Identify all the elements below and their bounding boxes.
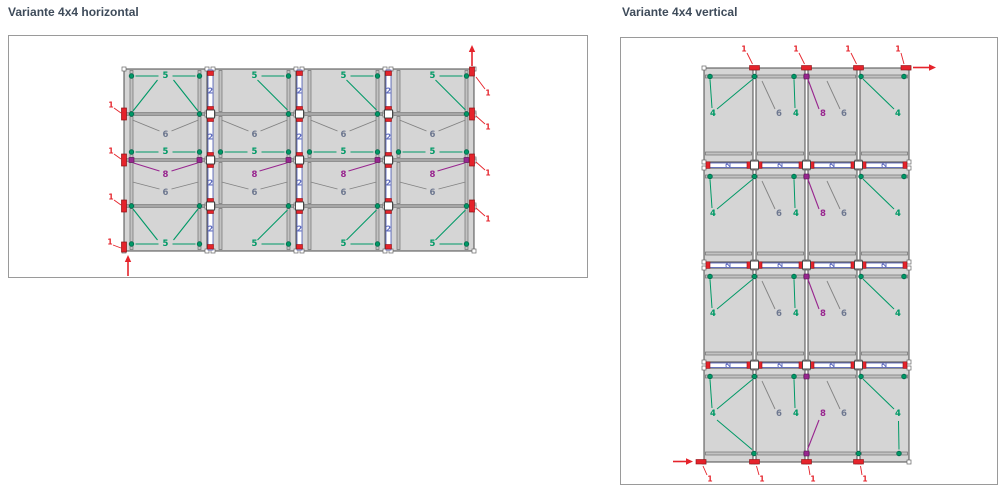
svg-text:8: 8 — [820, 309, 826, 319]
svg-text:8: 8 — [163, 170, 169, 180]
diagram-horizontal-svg: 2 2 2 2 2 2 2 2 2 2 2 2 5 6 5 8 6 5 5 6 5 8 6 5 5 6 5 8 6 5 5 6 5 8 6 5 1 1 1 1… — [107, 45, 491, 276]
svg-text:2: 2 — [829, 163, 837, 168]
svg-text:4: 4 — [895, 209, 901, 219]
svg-text:6: 6 — [841, 109, 847, 119]
svg-text:1: 1 — [862, 475, 867, 484]
svg-text:6: 6 — [841, 309, 847, 319]
svg-text:4: 4 — [710, 309, 716, 319]
svg-text:2: 2 — [777, 163, 785, 168]
svg-text:4: 4 — [793, 109, 799, 119]
svg-text:1: 1 — [485, 169, 490, 178]
svg-text:1: 1 — [485, 123, 490, 132]
svg-text:5: 5 — [252, 239, 258, 249]
svg-text:2: 2 — [297, 225, 302, 234]
svg-text:2: 2 — [297, 87, 302, 96]
svg-text:1: 1 — [895, 45, 900, 54]
svg-text:6: 6 — [841, 409, 847, 419]
svg-text:8: 8 — [252, 170, 258, 180]
svg-text:2: 2 — [881, 363, 889, 368]
svg-text:1: 1 — [107, 238, 112, 247]
svg-text:5: 5 — [430, 147, 436, 157]
svg-text:2: 2 — [777, 263, 785, 268]
svg-text:5: 5 — [430, 239, 436, 249]
svg-text:6: 6 — [776, 209, 782, 219]
svg-text:6: 6 — [776, 109, 782, 119]
svg-text:5: 5 — [163, 239, 169, 249]
svg-text:6: 6 — [163, 130, 169, 140]
figure-title-horizontal: Variante 4x4 horizontal — [8, 5, 139, 19]
diagram-frame-vertical: 2 2 2 2 2 2 2 2 2 2 2 2 4 6 4 8 6 4 4 6 4 8 6 4 4 6 4 8 6 4 4 6 4 8 6 4 1 1 1 1… — [620, 37, 998, 485]
svg-text:6: 6 — [776, 309, 782, 319]
svg-text:1: 1 — [108, 147, 113, 156]
svg-text:4: 4 — [895, 109, 901, 119]
svg-text:6: 6 — [841, 209, 847, 219]
svg-text:2: 2 — [725, 163, 733, 168]
svg-text:5: 5 — [430, 71, 436, 81]
svg-text:2: 2 — [386, 225, 391, 234]
diagram-vertical: 2 2 2 2 2 2 2 2 2 2 2 2 4 6 4 8 6 4 4 6 4 8 6 4 4 6 4 8 6 4 4 6 4 8 6 4 1 1 1 1… — [621, 38, 997, 484]
svg-text:8: 8 — [820, 409, 826, 419]
svg-text:2: 2 — [725, 263, 733, 268]
svg-text:1: 1 — [741, 45, 746, 54]
svg-text:6: 6 — [252, 130, 258, 140]
svg-text:5: 5 — [252, 147, 258, 157]
figure-title-vertical: Variante 4x4 vertical — [622, 5, 738, 19]
diagram-frame-horizontal: 2 2 2 2 2 2 2 2 2 2 2 2 5 6 5 8 6 5 5 6 5 8 6 5 5 6 5 8 6 5 5 6 5 8 6 5 1 1 1 1… — [8, 35, 588, 278]
svg-text:2: 2 — [297, 179, 302, 188]
svg-text:2: 2 — [829, 263, 837, 268]
svg-text:1: 1 — [759, 475, 764, 484]
svg-text:4: 4 — [793, 209, 799, 219]
svg-text:6: 6 — [163, 188, 169, 198]
svg-text:1: 1 — [108, 193, 113, 202]
svg-text:6: 6 — [430, 188, 436, 198]
svg-text:2: 2 — [829, 363, 837, 368]
svg-text:2: 2 — [208, 133, 213, 142]
svg-text:6: 6 — [252, 188, 258, 198]
svg-text:6: 6 — [430, 130, 436, 140]
svg-text:4: 4 — [710, 409, 716, 419]
svg-text:2: 2 — [208, 87, 213, 96]
svg-text:5: 5 — [252, 71, 258, 81]
svg-text:1: 1 — [485, 89, 490, 98]
svg-text:8: 8 — [341, 170, 347, 180]
svg-text:5: 5 — [341, 147, 347, 157]
svg-text:1: 1 — [108, 101, 113, 110]
svg-text:5: 5 — [163, 147, 169, 157]
svg-text:1: 1 — [845, 45, 850, 54]
svg-text:4: 4 — [895, 309, 901, 319]
svg-text:8: 8 — [430, 170, 436, 180]
svg-text:5: 5 — [163, 71, 169, 81]
svg-text:8: 8 — [820, 209, 826, 219]
svg-text:1: 1 — [793, 45, 798, 54]
svg-text:6: 6 — [776, 409, 782, 419]
svg-text:2: 2 — [297, 133, 302, 142]
svg-text:4: 4 — [793, 409, 799, 419]
svg-text:4: 4 — [793, 309, 799, 319]
svg-text:1: 1 — [810, 475, 815, 484]
svg-text:4: 4 — [895, 409, 901, 419]
diagram-horizontal: 2 2 2 2 2 2 2 2 2 2 2 2 5 6 5 8 6 5 5 6 5 8 6 5 5 6 5 8 6 5 5 6 5 8 6 5 1 1 1 1… — [9, 36, 587, 277]
svg-text:4: 4 — [710, 209, 716, 219]
svg-text:1: 1 — [485, 215, 490, 224]
svg-text:2: 2 — [725, 363, 733, 368]
diagram-vertical-svg: 2 2 2 2 2 2 2 2 2 2 2 2 4 6 4 8 6 4 4 6 4 8 6 4 4 6 4 8 6 4 4 6 4 8 6 4 1 1 1 1… — [673, 45, 936, 484]
svg-text:2: 2 — [386, 87, 391, 96]
svg-text:2: 2 — [208, 179, 213, 188]
svg-text:2: 2 — [777, 363, 785, 368]
svg-text:5: 5 — [341, 71, 347, 81]
svg-text:1: 1 — [707, 475, 712, 484]
svg-text:2: 2 — [386, 133, 391, 142]
svg-text:8: 8 — [820, 109, 826, 119]
svg-text:5: 5 — [341, 239, 347, 249]
svg-text:4: 4 — [710, 109, 716, 119]
svg-text:2: 2 — [386, 179, 391, 188]
svg-text:2: 2 — [208, 225, 213, 234]
svg-text:2: 2 — [881, 263, 889, 268]
svg-text:6: 6 — [341, 188, 347, 198]
svg-text:6: 6 — [341, 130, 347, 140]
svg-text:2: 2 — [881, 163, 889, 168]
